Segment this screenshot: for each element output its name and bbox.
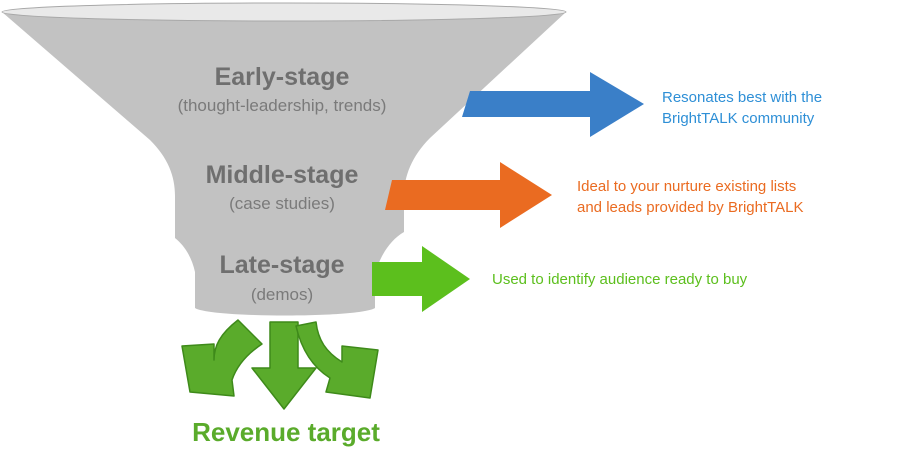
output-arrow-right — [295, 321, 379, 399]
late-stage-subtitle: (demos) — [251, 285, 313, 304]
funnel-rim — [1, 2, 567, 22]
late-stage-note-line-1: Used to identify audience ready to buy — [492, 271, 748, 288]
middle-stage-title: Middle-stage — [206, 161, 359, 189]
output-arrow-left — [181, 319, 263, 397]
middle-stage-subtitle: (case studies) — [229, 194, 335, 213]
early-stage-title: Early-stage — [215, 63, 350, 91]
middle-stage-arrow — [385, 162, 552, 228]
early-stage-note-line-1: Resonates best with the — [662, 89, 822, 106]
late-stage-title: Late-stage — [219, 251, 344, 279]
late-stage-arrow — [372, 246, 470, 312]
middle-stage-note-line-2: and leads provided by BrightTALK — [577, 199, 804, 216]
middle-stage-note-line-1: Ideal to your nurture existing lists — [577, 178, 796, 195]
funnel-body — [2, 12, 566, 316]
revenue-target-label: Revenue target — [192, 417, 380, 447]
early-stage-arrow — [462, 72, 644, 137]
early-stage-subtitle: (thought-leadership, trends) — [178, 96, 387, 115]
early-stage-note-line-2: BrightTALK community — [662, 110, 815, 127]
